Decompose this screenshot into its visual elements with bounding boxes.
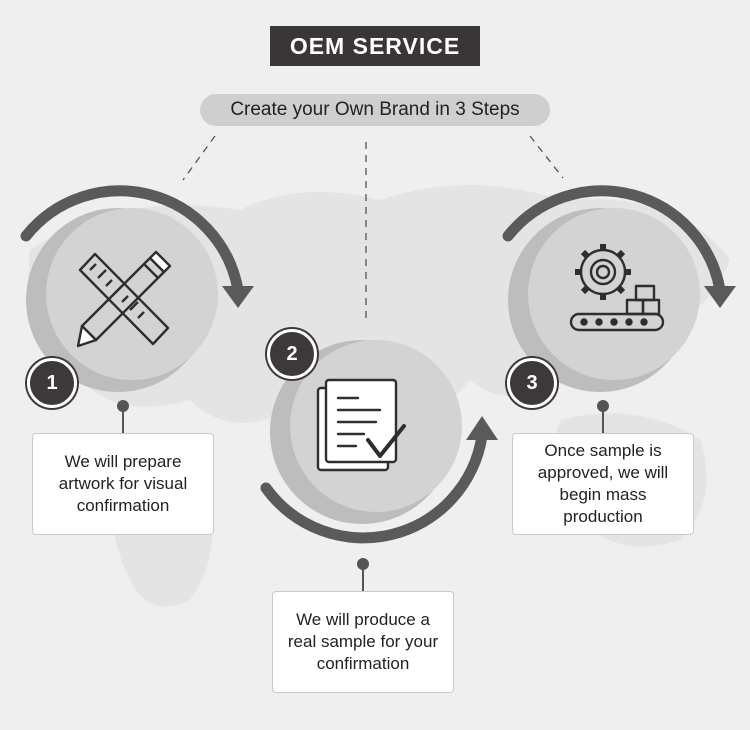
page-subtitle: Create your Own Brand in 3 Steps — [200, 94, 550, 126]
step3-text-box: Once sample is approved, we will begin m… — [512, 433, 694, 535]
step1-text-box: We will prepare artwork for visual confi… — [32, 433, 214, 535]
document-check-icon — [316, 378, 406, 472]
gear-conveyor-icon — [569, 244, 665, 332]
pencil-ruler-icon — [76, 250, 172, 348]
step3-number-badge: 3 — [507, 358, 557, 408]
step3-circle — [502, 185, 736, 392]
step2-text-box: We will produce a real sample for your c… — [272, 591, 454, 693]
step1-number-badge: 1 — [27, 358, 77, 408]
box-pins — [117, 400, 609, 592]
step2-number-badge: 2 — [267, 329, 317, 379]
page-title: OEM SERVICE — [270, 26, 480, 66]
connector-lines — [182, 135, 564, 322]
